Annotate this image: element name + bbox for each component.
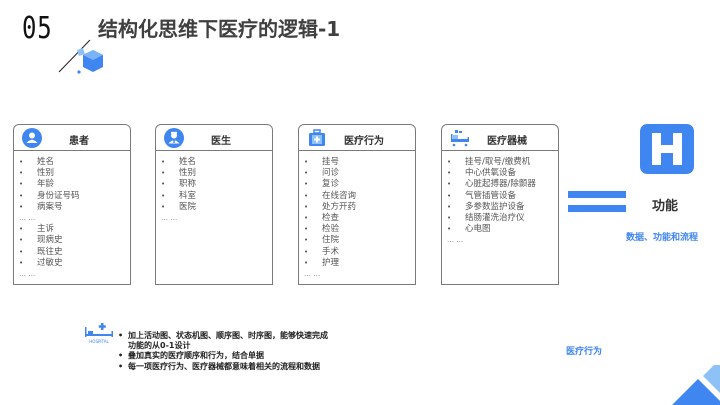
note-line: 每一项医疗行为、医疗器械都意味着相关的流程和数据 <box>118 362 328 372</box>
list-item: 问诊 <box>304 168 415 179</box>
card-list: 姓名 性别 年龄 身份证号码 病案号 … … 主诉 现病史 既往史 过敏史 … … <box>14 151 130 280</box>
card-list: 挂号 问诊 复诊 在线咨询 处方开药 检查 检验 住院 手术 护理 … … <box>299 151 415 280</box>
section-number: 05 <box>22 11 53 46</box>
note-line: 叠加真实的医疗顺序和行为，结合单据 <box>118 351 328 361</box>
card-title: 医生 <box>211 136 231 147</box>
page-title: 结构化思维下医疗的逻辑-1 <box>98 17 341 41</box>
list-item: 现病史 <box>19 235 130 246</box>
list-item: 年龄 <box>19 179 130 190</box>
card-list: 挂号/取号/缴费机 中心供氧设备 心脏起搏器/除颤器 气管插管设备 多参数监护设… <box>442 151 558 247</box>
doctor-icon <box>164 128 184 148</box>
card-header: 医疗行为 <box>299 125 415 151</box>
card-title: 医疗行为 <box>344 136 384 147</box>
card-header: 医疗器械 <box>442 125 558 151</box>
list-item: 护理 <box>304 258 415 269</box>
note-line: 功能的从0-1设计 <box>128 341 191 351</box>
list-item: 气管插管设备 <box>447 191 558 202</box>
medical-kit-icon <box>309 129 325 146</box>
list-ellipsis: … … <box>19 214 36 223</box>
card-medical-action: 医疗行为 挂号 问诊 复诊 在线咨询 处方开药 检查 检验 住院 手术 护理 …… <box>298 124 416 285</box>
equals-bar-bottom <box>568 205 626 212</box>
result-label: 功能 <box>652 199 679 214</box>
footer-label: 医疗行为 <box>566 347 603 357</box>
list-item: 性别 <box>19 168 130 179</box>
hospital-caption: HOSPITAL <box>89 339 109 344</box>
list-item: 处方开药 <box>304 202 415 213</box>
list-item: 身份证号码 <box>19 191 130 202</box>
list-item: 病案号 <box>19 202 130 213</box>
note-line: 加上活动图、状态机图、顺序图、时序图，能够快速完成 <box>118 331 328 341</box>
list-item: 姓名 <box>161 157 272 168</box>
card-medical-device: 医疗器械 挂号/取号/缴费机 中心供氧设备 心脏起搏器/除颤器 气管插管设备 多… <box>441 124 559 285</box>
list-item: 过敏史 <box>19 258 130 269</box>
list-item: 挂号/取号/缴费机 <box>447 157 558 168</box>
user-group-icon <box>22 128 42 148</box>
list-item: 姓名 <box>19 157 130 168</box>
card-title: 患者 <box>69 136 89 147</box>
card-title: 医疗器械 <box>487 136 527 147</box>
list-item: 职称 <box>161 179 272 190</box>
list-item: 既往史 <box>19 247 130 258</box>
corner-triangle-decoration-icon <box>672 365 720 405</box>
list-ellipsis: … … <box>161 214 178 223</box>
list-item: 手术 <box>304 247 415 258</box>
list-item: 复诊 <box>304 179 415 190</box>
list-item: 性别 <box>161 168 272 179</box>
list-ellipsis: … … <box>304 270 321 279</box>
result-sub-label: 数据、功能和流程 <box>626 233 699 243</box>
list-item: 在线咨询 <box>304 191 415 202</box>
card-header: 医生 <box>156 125 272 151</box>
list-item: 科室 <box>161 191 272 202</box>
card-list: 姓名 性别 职称 科室 医院 … … <box>156 151 272 224</box>
card-patient: 患者 姓名 性别 年龄 身份证号码 病案号 … … 主诉 现病史 既往史 过敏史… <box>13 124 131 285</box>
notes-list: 加上活动图、状态机图、顺序图、时序图，能够快速完成 功能的从0-1设计 叠加真实… <box>118 331 328 372</box>
cube-decoration-icon <box>58 39 103 74</box>
card-doctor: 医生 姓名 性别 职称 科室 医院 … … <box>155 124 273 285</box>
list-ellipsis: … … <box>447 236 464 245</box>
card-header: 患者 <box>14 125 130 151</box>
list-item: 中心供氧设备 <box>447 168 558 179</box>
list-item: 检验 <box>304 224 415 235</box>
list-item: 主诉 <box>19 224 130 235</box>
list-item: 检查 <box>304 213 415 224</box>
hospital-bed-logo-icon: HOSPITAL <box>85 323 113 344</box>
list-item: 心电图 <box>447 224 558 235</box>
list-item: 医院 <box>161 202 272 213</box>
equals-bar-top <box>568 191 626 198</box>
list-item: 结肠灌洗治疗仪 <box>447 213 558 224</box>
list-item: 挂号 <box>304 157 415 168</box>
hospital-bed-icon <box>451 130 469 147</box>
hospital-h-icon <box>640 124 694 174</box>
list-ellipsis: … … <box>19 270 36 279</box>
list-item: 住院 <box>304 235 415 246</box>
list-item: 多参数监护设备 <box>447 202 558 213</box>
list-item: 心脏起搏器/除颤器 <box>447 179 558 190</box>
